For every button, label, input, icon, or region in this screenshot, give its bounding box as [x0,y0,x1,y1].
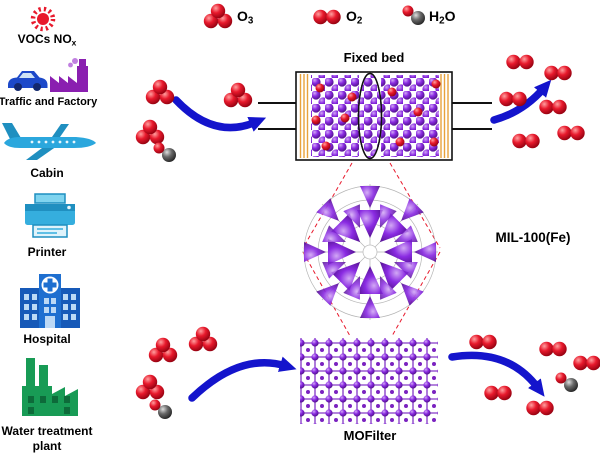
o2-molecule-icon [313,9,341,25]
o2-molecule [499,91,527,107]
o3-molecule [223,82,253,108]
o2-molecule [484,385,512,401]
h2o-molecule [149,399,172,419]
o3-molecule [148,337,178,363]
outlet-molecules-bottom [469,334,600,416]
o2-molecule [557,125,585,141]
bed-mesh-hatch [299,74,449,158]
inlet-arrow-top [172,96,267,132]
outlet-arrow-bottom [448,351,545,397]
inlet-arrow-bottom [188,356,297,402]
source-label-cabin: Cabin [30,166,64,180]
source-label-water-treatment: Water treatment plant [1,424,93,453]
h2o-molecule-icon [402,5,425,25]
source-label-vocs-nox: VOCs NOx [17,32,77,48]
o3-molecule [188,326,218,352]
fixed-bed-label: Fixed bed [343,50,405,65]
bed-packing-right [381,75,439,157]
source-label-hospital: Hospital [23,332,71,346]
outlet-molecules-top [499,54,585,149]
hospital-icon [20,274,80,328]
o2-molecule [512,133,540,149]
mof-crystal-structure [302,184,438,320]
factory-icon [50,58,88,92]
legend-o3-label: O3 [237,8,254,27]
h2o-molecule [555,372,578,392]
printer-icon [25,193,75,238]
legend-h2o-label: H2O [429,8,456,27]
inlet-molecules-bottom [135,326,218,419]
airplane-icon [2,123,96,160]
o3-molecule [135,374,165,400]
legend-o2-label: O2 [346,8,363,27]
o2-molecule [539,99,567,115]
mofilter-lattice [300,338,438,424]
outlet-arrow-top [490,79,552,124]
source-label-traffic-factory: Traffic and Factory [0,96,98,108]
fixed-bed-reactor [258,71,492,161]
mofilter-label: MOFilter [343,428,397,443]
o2-molecule [573,355,600,371]
inlet-molecules-top [135,79,253,162]
o3-molecule-icon [203,3,233,29]
bed-ozone-spheres [311,79,441,151]
o2-molecule [539,341,567,357]
water-treatment-plant-icon [22,358,78,416]
car-icon [8,71,48,91]
h2o-molecule [153,142,176,162]
mof-label: MIL-100(Fe) [495,230,571,245]
source-label-printer: Printer [27,245,67,259]
o2-molecule [469,334,497,350]
sun-icon [30,6,56,32]
o3-molecule [145,79,175,105]
o2-molecule [526,400,554,416]
o3-molecule [135,119,165,145]
bed-lens-section [357,72,383,160]
o2-molecule [506,54,534,70]
o2-molecule [544,65,572,81]
